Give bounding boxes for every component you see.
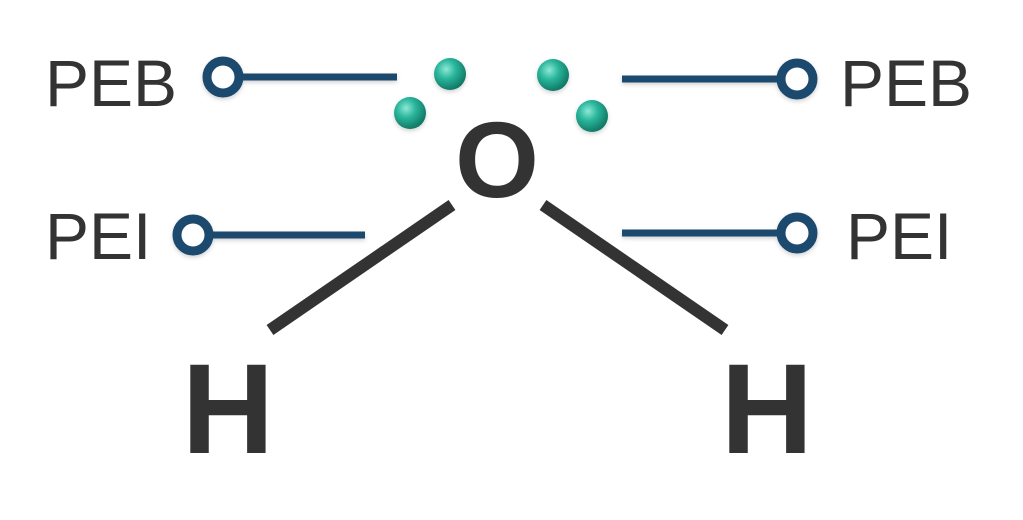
- label-right-top: PEB: [840, 46, 972, 120]
- atom-oxygen: O: [455, 99, 539, 220]
- connector-endpoint: [202, 56, 244, 98]
- label-right-bottom: PEI: [846, 199, 952, 273]
- electron-dot: [537, 59, 569, 91]
- label-left-bottom: PEI: [45, 199, 151, 273]
- atom-hydrogen-left: H: [182, 338, 274, 481]
- lone-pair-left: [394, 58, 466, 129]
- connector-right-bottom: [622, 212, 818, 254]
- connector-endpoint: [776, 212, 818, 254]
- connector-endpoint: [172, 214, 214, 256]
- electron-dot: [394, 97, 426, 129]
- electron-dot: [434, 58, 466, 90]
- connector-endpoint: [776, 58, 818, 100]
- connector-left-top: [202, 56, 397, 98]
- bond-left: [266, 200, 456, 335]
- connector-right-top: [622, 58, 818, 100]
- atom-hydrogen-right: H: [721, 338, 813, 481]
- electron-dot: [576, 100, 608, 132]
- label-left-top: PEB: [45, 46, 177, 120]
- bond-right: [539, 200, 729, 335]
- connector-left-bottom: [172, 214, 365, 256]
- lone-pair-right: [537, 59, 608, 132]
